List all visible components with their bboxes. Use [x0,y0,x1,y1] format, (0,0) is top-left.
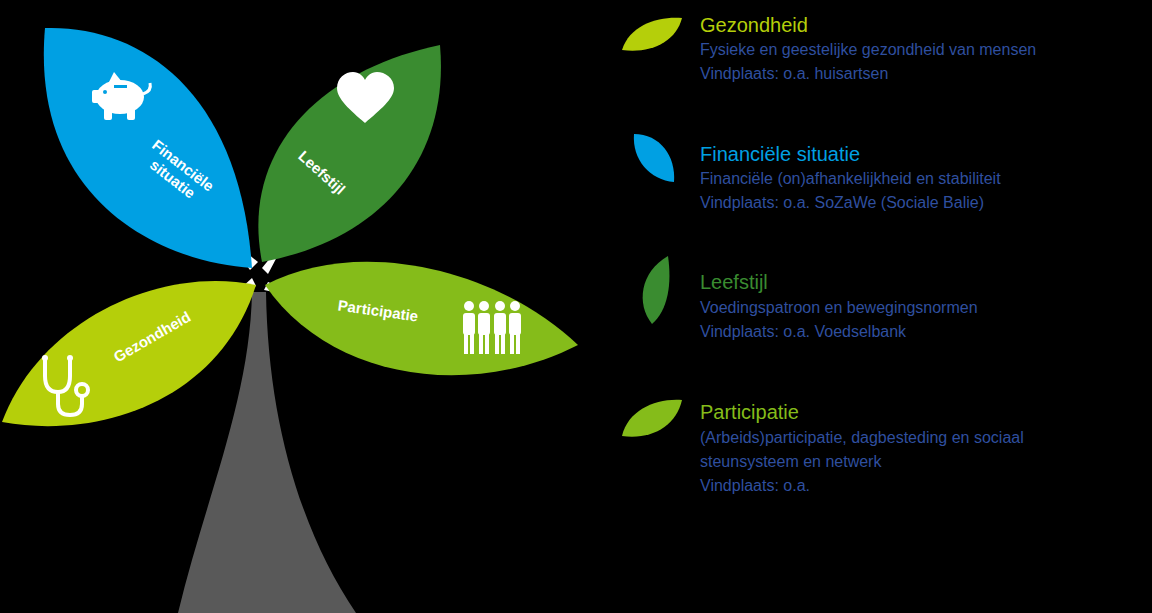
legend-swatch [620,14,684,54]
leaf-node: Participatie [262,240,582,390]
legend-heading: Participatie [700,400,799,424]
legend-swatch [620,396,684,442]
legend-description: Voedingspatroon en bewegingsnormen [700,296,1100,320]
leaf-shape [262,240,582,390]
leaf-node: Leefstijl [238,40,444,266]
leaf-shape [238,40,444,266]
legend-heading: Leefstijl [700,270,768,294]
legend-heading: Financiële situatie [700,142,860,166]
legend-description: Vindplaats: o.a. SoZaWe (Sociale Balie) [700,191,1100,215]
legend-description: Financiële (on)afhankelijkheid en stabil… [700,167,1100,191]
legend-swatch [632,254,672,326]
legend-description: Vindplaats: o.a. huisartsen [700,62,1100,86]
legend-description: (Arbeids)participatie, dagbesteding en s… [700,426,1100,474]
legend-swatch [630,130,678,186]
legend-description: Vindplaats: o.a. Voedselbank [700,320,1100,344]
leaf-node: Financiële situatie [38,24,260,272]
legend-description: Fysieke en geestelijke gezondheid van me… [700,38,1100,62]
leaf-shape [38,24,260,272]
legend-description: Vindplaats: o.a. [700,474,1100,498]
legend-heading: Gezondheid [700,13,808,37]
leaf-node: Gezondheid [0,270,260,440]
